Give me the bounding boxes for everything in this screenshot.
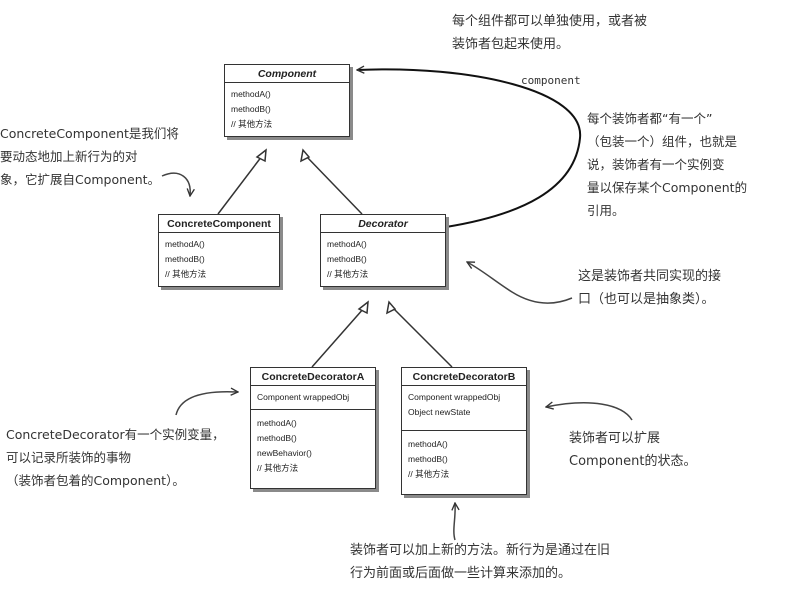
methods-section: methodA() methodB() // 其他方法 [402,431,526,494]
inherit-arrowhead [255,148,267,163]
method: methodA() [408,439,448,449]
methods-section: methodA() methodB() // 其他方法 [225,83,349,136]
note-arrow-interface [467,262,573,304]
inherit-arrowhead [385,300,397,315]
class-component: Component methodA() methodB() // 其他方法 [224,64,350,137]
annotation-arrows [161,172,633,541]
attribute: Component wrappedObj [257,392,350,402]
method: newBehavior() [257,448,312,458]
note-shared-interface: 这是装饰者共同实现的接 口（也可以是抽象类）。 [578,269,722,307]
method: methodB() [257,433,297,443]
method: // 其他方法 [327,269,369,279]
note-arrow-bottom [454,503,455,541]
class-concrete-decorator-b: ConcreteDecoratorB Component wrappedObj … [401,367,527,495]
note-top: 每个组件都可以单独使用，或者被 装饰者包起来使用。 [452,14,648,52]
class-concrete-component: ConcreteComponent methodA() methodB() //… [158,214,280,287]
inherit-line-concrete-component [217,155,263,215]
attribute: Component wrappedObj [408,392,501,402]
class-decorator: Decorator methodA() methodB() // 其他方法 [320,214,446,287]
note-extend-state: 装饰者可以扩展 Component的状态。 [569,431,697,469]
methods-section: methodA() methodB() // 其他方法 [321,233,445,286]
class-concrete-decorator-a: ConcreteDecoratorA Component wrappedObj … [250,367,376,489]
inheritance-connectors [217,148,453,368]
note-arrow-state [546,403,633,421]
methods-section: methodA() methodB() newBehavior() // 其他方… [251,410,375,488]
inherit-arrowhead [299,148,311,163]
method: methodB() [327,254,367,264]
method: methodB() [165,254,205,264]
note-has-a-component: 每个装饰者都“有一个” （包装一个）组件，也就是 说，装饰者有一个实例变 量以保… [587,111,748,218]
note-arrow-left-top [161,172,190,196]
method: // 其他方法 [408,469,450,479]
inherit-line-decorator [305,155,363,215]
method: methodB() [231,104,271,114]
class-name: Component [225,65,349,83]
note-concrete-decorator: ConcreteDecorator有一个实例变量， 可以记录所装饰的事物 （装饰… [6,427,225,488]
inherit-line-decorator-b [392,307,453,368]
class-name: Decorator [321,215,445,233]
class-name: ConcreteComponent [159,215,279,233]
methods-section: methodA() methodB() // 其他方法 [159,233,279,286]
note-arrow-left-decorator [175,392,238,416]
class-name: ConcreteDecoratorB [402,368,526,386]
attributes-section: Component wrappedObj [251,386,375,410]
method: methodA() [327,239,367,249]
association-arrow [357,69,582,228]
method: methodA() [165,239,205,249]
method: // 其他方法 [257,463,299,473]
method: // 其他方法 [165,269,207,279]
class-name: ConcreteDecoratorA [251,368,375,386]
attribute: Object newState [408,407,471,417]
note-new-methods: 装饰者可以加上新的方法。新行为是通过在旧 行为前面或后面做一些计算来添加的。 [350,543,611,581]
method: methodA() [231,89,271,99]
method: methodA() [257,418,297,428]
method: // 其他方法 [231,119,273,129]
note-concrete-component: ConcreteComponent是我们将 要动态地加上新行为的对 象，它扩展自… [0,126,179,187]
inherit-line-decorator-a [311,307,365,368]
attributes-section: Component wrappedObj Object newState [402,386,526,431]
inherit-arrowhead [357,300,369,315]
association-label: component [521,74,581,87]
method: methodB() [408,454,448,464]
